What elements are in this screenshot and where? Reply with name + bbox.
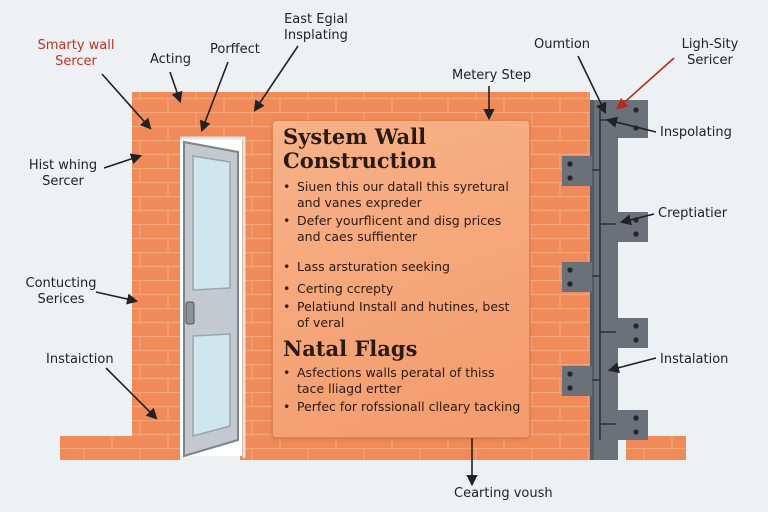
wall-base-middle (240, 436, 590, 460)
label-instalation: Instalation (660, 352, 729, 367)
label-instaiction: Instaiction (46, 352, 114, 367)
label-porffect: Porffect (210, 42, 260, 57)
arrow-creptiatier (619, 213, 655, 226)
label-east-egial: East Egial Insplating (284, 12, 348, 43)
door-handle (185, 301, 195, 325)
label-creptiatier: Creptiatier (658, 206, 728, 221)
arrow-acting (169, 71, 183, 104)
label-acting: Acting (150, 52, 192, 67)
arrow-instaiction (105, 367, 158, 420)
panel-bullet: Defer yourflicent and disg prices and ca… (283, 213, 523, 245)
door-frame (180, 136, 246, 458)
bracket-left (562, 366, 592, 396)
door-glass-lower (192, 333, 231, 437)
label-metery-step: Metery Step (452, 68, 532, 83)
label-inspolating: Inspolating (660, 125, 732, 140)
bracket-left (562, 262, 592, 292)
panel-bullet: Perfec for rofssionall clleary tacking (283, 399, 523, 415)
info-panel: System Wall Construction Siuen this our … (272, 120, 530, 438)
arrow-hist-whing (103, 153, 143, 169)
steel-column (590, 100, 618, 460)
panel-bullet: Certing ccrepty (283, 281, 523, 297)
arrow-ligh-sity (616, 57, 675, 110)
door-glass-upper (192, 155, 231, 291)
panel-bullet: Pelatiund Install and hutines, best of v… (283, 299, 523, 331)
bracket-right (616, 410, 648, 440)
panel-subtitle: Natal Flags (283, 336, 418, 361)
wall-base-left (60, 436, 180, 460)
panel-bullet: Asfections walls peratal of thiss tace l… (283, 365, 523, 397)
panel-bullet: Siuen this our datall this syretural and… (283, 179, 523, 211)
arrow-east-egial (253, 45, 299, 112)
bracket-right (616, 318, 648, 348)
label-smarty-wall: Smarty wall Sercer (37, 38, 115, 69)
label-cearting: Cearting voush (454, 486, 553, 501)
arrow-oumtion (577, 55, 607, 115)
bracket-left (562, 156, 592, 186)
panel-title: System Wall Construction (283, 124, 437, 173)
label-ligh-sity: Ligh-Sity Sericer (681, 37, 739, 68)
arrow-smarty-wall (101, 73, 152, 130)
label-hist-whing: Hist whing Sercer (28, 158, 98, 189)
arrow-instalation (607, 357, 657, 374)
label-oumtion: Oumtion (534, 37, 591, 52)
panel-bullet: Lass arsturation seeking (283, 259, 523, 275)
arrow-inspolating (605, 116, 657, 133)
label-contucting: Contucting Serices (25, 276, 97, 307)
arrow-porffect (199, 61, 229, 133)
arrow-contucting (95, 291, 139, 305)
